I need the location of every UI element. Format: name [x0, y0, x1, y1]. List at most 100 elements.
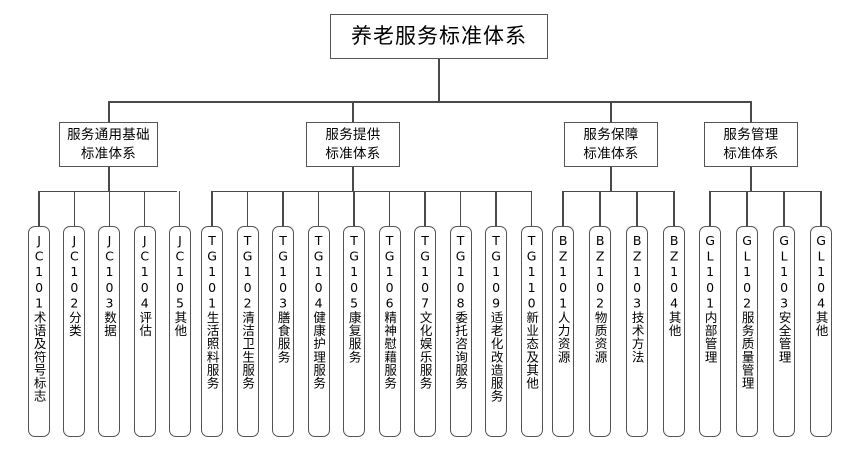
- leaf-node-label: 其他: [813, 311, 829, 338]
- leaf-node-BZ101[interactable]: BZ101人力资源: [552, 226, 574, 437]
- leaf-node-GL104[interactable]: GL104其他: [810, 226, 832, 437]
- connector-leaf-stem-TG104: [317, 191, 320, 226]
- leaf-node-text-GL103: GL103安全管理: [776, 233, 792, 364]
- connector-leaf-stem-JC104: [143, 191, 146, 226]
- leaf-node-code: JC102: [66, 233, 82, 311]
- connector-leaf-stem-TG101: [211, 191, 213, 226]
- leaf-node-JC102[interactable]: JC102分类: [63, 226, 86, 437]
- leaf-node-label: 术语及符号标志: [31, 311, 47, 403]
- leaf-node-code: BZ101: [555, 233, 571, 311]
- leaf-node-code: BZ102: [592, 233, 608, 311]
- connector-leaf-bus-bz: [563, 191, 674, 193]
- leaf-node-TG109[interactable]: TG109适老化改造服务: [485, 226, 507, 437]
- connector-leaf-bus-jc: [39, 191, 177, 193]
- connector-leaf-stem-TG107: [424, 191, 426, 226]
- leaf-node-TG101[interactable]: TG101生活照料服务: [201, 226, 223, 437]
- leaf-node-GL103[interactable]: GL103安全管理: [773, 226, 795, 437]
- leaf-node-label: 生活照料服务: [204, 311, 220, 390]
- leaf-node-text-TG109: TG109适老化改造服务: [489, 233, 504, 403]
- group-node-服务管理标准体系[interactable]: 服务管理 标准体系: [704, 122, 798, 167]
- connector-main-bus: [108, 101, 752, 103]
- leaf-node-TG102[interactable]: TG102清洁卫生服务: [236, 226, 259, 437]
- connector-leaf-stem-JC101: [38, 191, 40, 226]
- leaf-node-TG108[interactable]: TG108委托咨询服务: [449, 226, 472, 437]
- leaf-node-label: 数据: [102, 311, 118, 338]
- connector-group-tg-stem: [352, 167, 354, 192]
- leaf-node-text-JC105: JC105其他: [172, 233, 188, 337]
- leaf-node-TG104[interactable]: TG104健康护理服务: [307, 226, 330, 437]
- leaf-node-TG103[interactable]: TG103膳食服务: [272, 226, 294, 437]
- connector-leaf-stem-BZ102: [599, 191, 601, 226]
- leaf-node-label: 内部管理: [702, 311, 718, 364]
- leaf-node-BZ102[interactable]: BZ102物质资源: [589, 226, 611, 437]
- leaf-node-text-JC104: JC104评估: [137, 233, 153, 338]
- leaf-node-TG107[interactable]: TG107文化娱乐服务: [414, 226, 436, 437]
- leaf-node-BZ103[interactable]: BZ103技术方法: [626, 226, 648, 437]
- leaf-node-JC105[interactable]: JC105其他: [168, 226, 191, 437]
- leaf-node-code: TG102: [240, 233, 256, 311]
- leaf-node-code: JC103: [102, 233, 118, 311]
- leaf-node-label: 安全管理: [776, 311, 792, 364]
- leaf-node-text-TG105: TG105康复服务: [346, 233, 362, 364]
- leaf-node-GL101[interactable]: GL101内部管理: [699, 226, 721, 437]
- leaf-node-JC101[interactable]: JC101术语及符号标志: [28, 226, 50, 437]
- connector-leaf-bus-gl: [710, 191, 821, 193]
- leaf-node-label: 文化娱乐服务: [417, 311, 433, 390]
- connector-leaf-stem-BZ101: [562, 191, 564, 226]
- leaf-node-text-TG106: TG106精神慰藉服务: [382, 233, 398, 390]
- leaf-node-code: TG103: [275, 233, 291, 311]
- leaf-node-code: TG105: [346, 233, 362, 311]
- leaf-node-text-TG101: TG101生活照料服务: [204, 233, 220, 390]
- leaf-node-code: GL101: [702, 233, 718, 311]
- leaf-node-text-GL104: GL104其他: [813, 233, 829, 338]
- connector-leaf-stem-JC102: [73, 191, 75, 226]
- leaf-node-text-TG104: TG104健康护理服务: [311, 233, 327, 390]
- leaf-node-JC103[interactable]: JC103数据: [98, 226, 121, 437]
- connector-leaf-stem-TG110: [530, 191, 533, 226]
- root-node-养老服务标准体系[interactable]: 养老服务标准体系: [330, 14, 548, 59]
- leaf-node-TG105[interactable]: TG105康复服务: [343, 226, 365, 437]
- leaf-node-text-TG102: TG102清洁卫生服务: [240, 233, 256, 390]
- leaf-node-code: TG110: [524, 233, 540, 311]
- leaf-node-label: 分类: [66, 311, 82, 338]
- group-node-label: 服务管理 标准体系: [723, 127, 779, 162]
- connector-group-bz-stem: [610, 167, 612, 192]
- group-node-服务保障标准体系[interactable]: 服务保障 标准体系: [564, 122, 658, 167]
- leaf-node-label: 委托咨询服务: [453, 311, 469, 390]
- connector-leaf-stem-JC105: [179, 191, 181, 226]
- connector-leaf-stem-TG105: [353, 191, 355, 226]
- leaf-node-label: 其他: [666, 311, 682, 338]
- leaf-node-label: 康复服务: [346, 311, 362, 364]
- leaf-node-code: TG107: [417, 233, 433, 311]
- group-node-label: 服务保障 标准体系: [583, 127, 639, 162]
- connector-leaf-stem-TG108: [459, 191, 462, 226]
- leaf-node-GL102[interactable]: GL102服务质量管理: [736, 226, 758, 437]
- connector-leaf-stem-GL101: [709, 191, 711, 226]
- connector-leaf-bus-tg: [212, 191, 531, 193]
- leaf-node-JC104[interactable]: JC104评估: [133, 226, 156, 437]
- leaf-node-text-TG108: TG108委托咨询服务: [453, 233, 469, 390]
- connector-leaf-stem-BZ104: [673, 191, 675, 226]
- connector-group-jc-stem: [108, 167, 110, 192]
- leaf-node-code: TG108: [453, 233, 469, 311]
- leaf-node-code: BZ104: [666, 233, 682, 311]
- leaf-node-label: 人力资源: [555, 311, 571, 364]
- leaf-node-BZ104[interactable]: BZ104其他: [663, 226, 685, 437]
- leaf-node-text-TG110: TG110新业态及其他: [524, 233, 540, 390]
- leaf-node-code: TG104: [311, 233, 327, 311]
- leaf-node-code: TG106: [382, 233, 398, 311]
- connector-bus-to-group-gl: [750, 101, 752, 122]
- group-node-服务提供标准体系[interactable]: 服务提供 标准体系: [306, 122, 400, 167]
- group-node-服务通用基础标准体系[interactable]: 服务通用基础 标准体系: [59, 122, 158, 167]
- group-node-label: 服务通用基础 标准体系: [67, 127, 150, 162]
- connector-leaf-stem-TG106: [388, 191, 391, 226]
- connector-bus-to-group-jc: [108, 101, 110, 122]
- connector-leaf-stem-GL104: [820, 191, 822, 226]
- leaf-node-code: JC105: [172, 233, 188, 311]
- leaf-node-TG106[interactable]: TG106精神慰藉服务: [378, 226, 401, 437]
- leaf-node-label: 评估: [137, 311, 153, 338]
- leaf-node-text-JC103: JC103数据: [102, 233, 118, 338]
- leaf-node-label: 物质资源: [592, 311, 608, 364]
- leaf-node-TG110[interactable]: TG110新业态及其他: [520, 226, 543, 437]
